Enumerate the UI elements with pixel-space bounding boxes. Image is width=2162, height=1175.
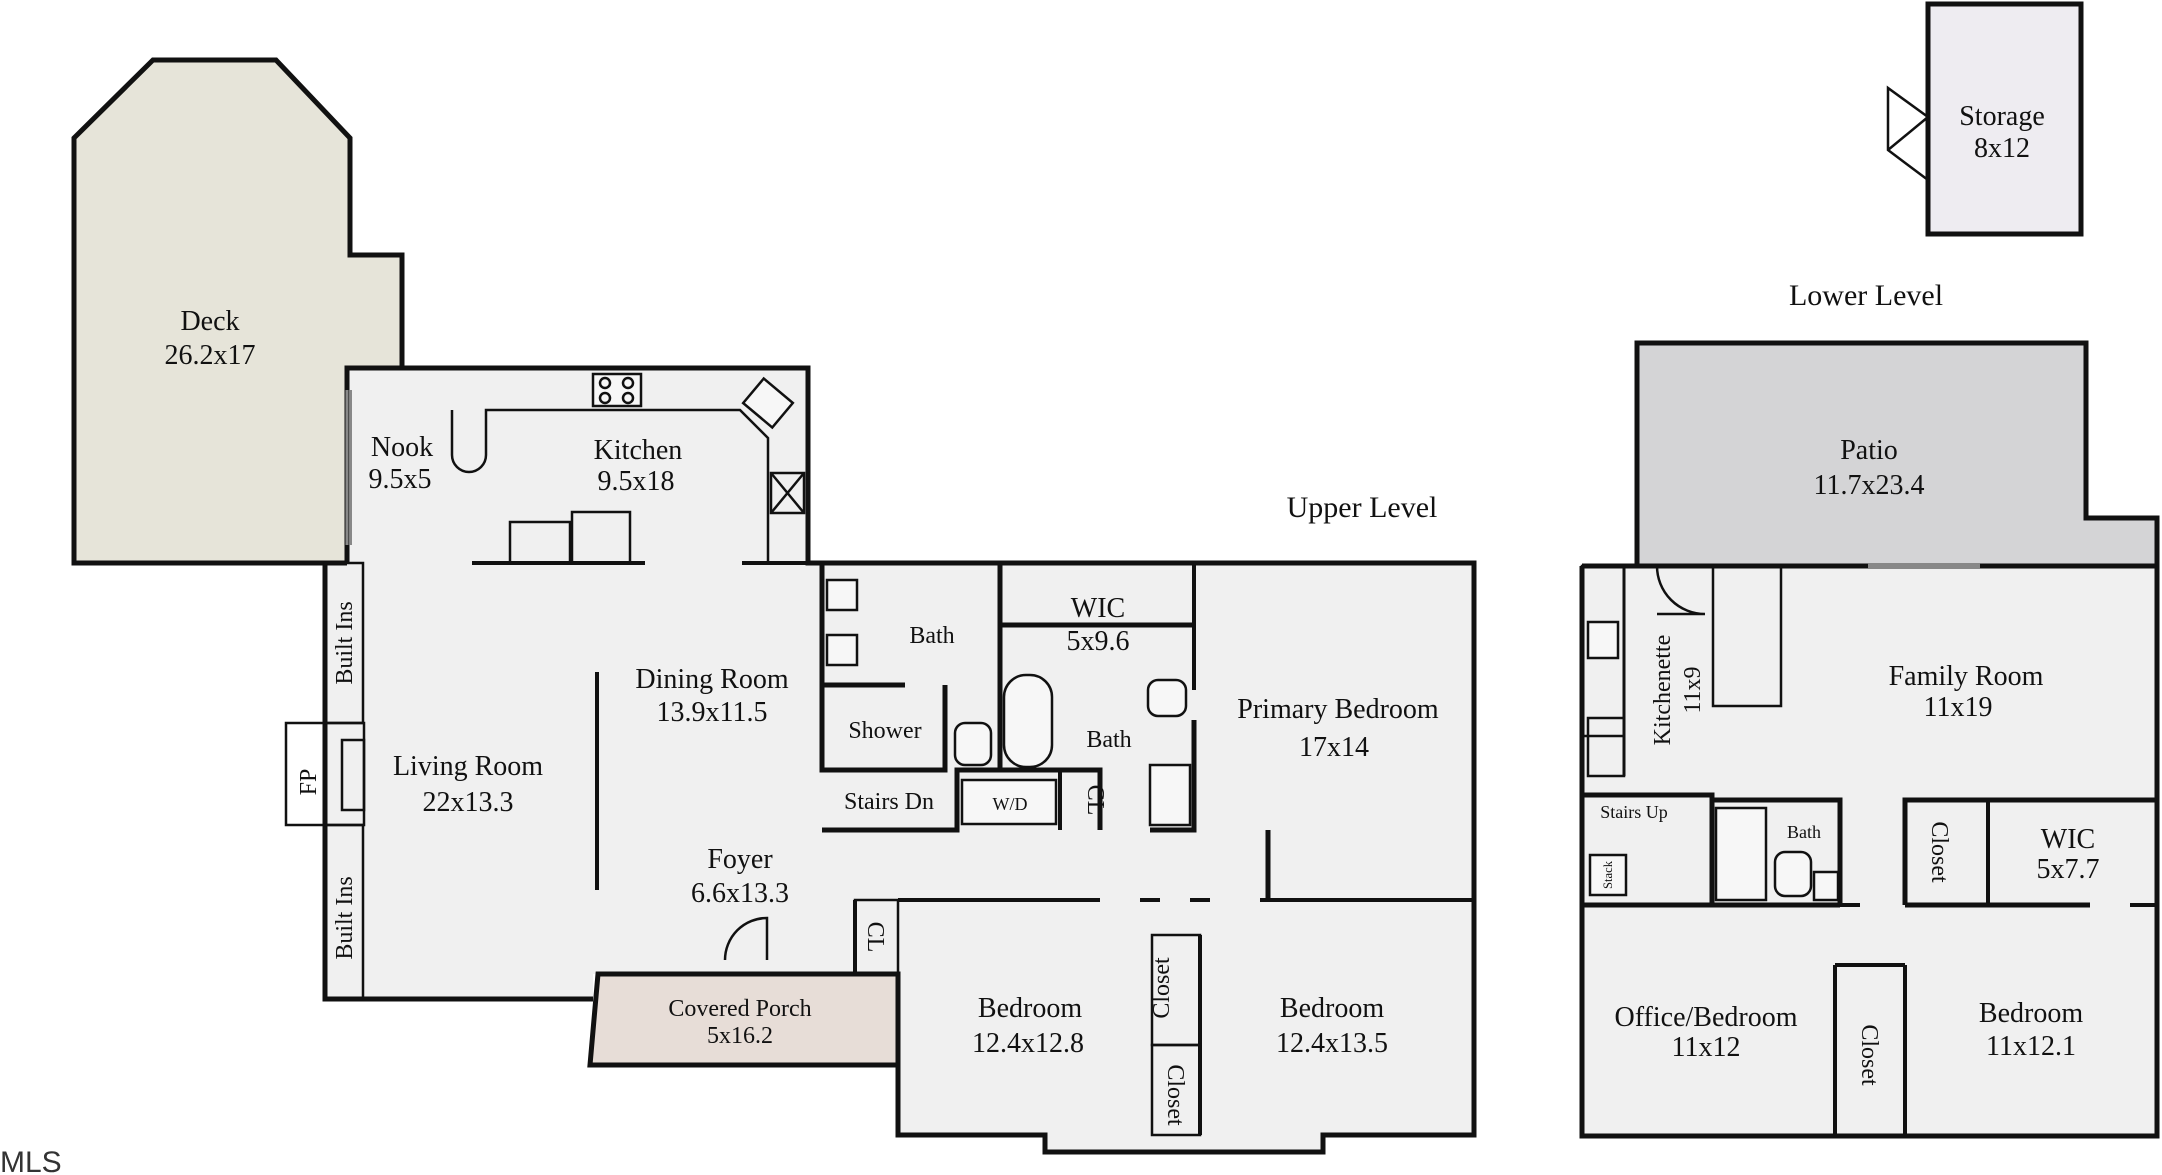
stairs-up-name: Stairs Up xyxy=(1600,802,1668,822)
upper-labels: Upper Level Deck 26.2x17 Nook 9.5x5 Kitc… xyxy=(165,306,1439,1126)
patio-name: Patio xyxy=(1840,435,1898,466)
lower-level-title: Lower Level xyxy=(1789,279,1943,312)
bath-primary-name: Bath xyxy=(1086,727,1131,753)
storage-name: Storage xyxy=(1959,101,2045,132)
bedroom-lower-name: Bedroom xyxy=(1979,998,2083,1029)
shower-name: Shower xyxy=(848,718,921,744)
stove-burner xyxy=(598,376,612,390)
covered-porch-area xyxy=(587,971,901,1068)
primary-bedroom-name: Primary Bedroom xyxy=(1237,694,1439,725)
living-room-size: 22x13.3 xyxy=(423,787,514,818)
nook-size: 9.5x5 xyxy=(369,464,432,495)
living-room-name: Living Room xyxy=(393,751,543,782)
bath-sink xyxy=(825,578,859,612)
kitchenette-bar xyxy=(1711,564,1783,708)
stack-name: Stack xyxy=(1601,860,1615,889)
wic-lower-size: 5x7.7 xyxy=(2037,854,2100,885)
primary-bath-wall xyxy=(1150,720,1197,833)
kitchenette-size: 11x9 xyxy=(1680,666,1706,713)
stairs-wall xyxy=(1582,792,1715,905)
primary-bedroom-size: 17x14 xyxy=(1299,732,1369,763)
lower-level xyxy=(1579,1,2160,1139)
storage-area xyxy=(1925,1,2084,237)
foyer-name: Foyer xyxy=(707,844,773,875)
lower-toilet xyxy=(1773,850,1813,898)
closet-lower-b-name: Closet xyxy=(1856,1024,1882,1086)
closet-lower-wall xyxy=(1902,797,2157,905)
family-room-name: Family Room xyxy=(1889,661,2044,692)
deck-name: Deck xyxy=(180,306,239,337)
covered-porch-size: 5x16.2 xyxy=(707,1023,773,1049)
storage-door xyxy=(1886,85,1930,183)
closet-b xyxy=(1150,1043,1202,1137)
stairs-dn-name: Stairs Dn xyxy=(844,789,934,815)
kitchenette-sink xyxy=(1586,620,1620,660)
built-ins-bottom-name: Built Ins xyxy=(332,876,358,959)
upper-level xyxy=(71,57,1477,1155)
laundry-wall xyxy=(822,767,1103,833)
office-bedroom-size: 11x12 xyxy=(1672,1032,1741,1063)
kitchen-counter xyxy=(450,408,770,563)
wic-upper-size: 5x9.6 xyxy=(1067,626,1130,657)
kitchenette-name: Kitchenette xyxy=(1650,635,1676,746)
wic-lower-name: WIC xyxy=(2041,824,2095,855)
lower-labels: Lower Level Storage 8x12 Patio 11.7x23.4… xyxy=(1600,101,2099,1086)
lower-floor xyxy=(1582,566,2157,1136)
lower-bath-wall xyxy=(1712,797,1843,905)
dining-room-name: Dining Room xyxy=(635,664,788,695)
bedroom-b-name: Bedroom xyxy=(1280,993,1384,1024)
kitchen-sink-icon xyxy=(741,376,795,430)
covered-porch-name: Covered Porch xyxy=(668,996,811,1022)
upper-level-title: Upper Level xyxy=(1287,491,1438,524)
stove-burner xyxy=(621,376,635,390)
upper-outer-wall xyxy=(344,365,1477,1155)
lower-vanity xyxy=(1812,870,1840,902)
bedroom-a-name: Bedroom xyxy=(978,993,1082,1024)
toilet-primary xyxy=(1146,678,1188,718)
closet-lower-a-name: Closet xyxy=(1926,821,1952,883)
pantry-icon xyxy=(769,471,806,515)
bath-lower-name: Bath xyxy=(1787,822,1821,842)
patio-size: 11.7x23.4 xyxy=(1814,470,1925,501)
bedroom-b-size: 12.4x13.5 xyxy=(1276,1028,1388,1059)
stove-burner xyxy=(598,391,612,405)
fireplace-hearth xyxy=(340,738,366,812)
cl-foyer-name: CL xyxy=(862,922,888,953)
front-door-swing xyxy=(723,916,769,961)
dining-room-size: 13.9x11.5 xyxy=(657,697,768,728)
bathtub xyxy=(1002,673,1054,769)
storage-size: 8x12 xyxy=(1974,133,2030,164)
washer-dryer xyxy=(960,778,1058,826)
built-ins-top-name: Built Ins xyxy=(332,601,358,684)
lower-tub xyxy=(1714,806,1768,902)
stack-washer xyxy=(1588,853,1628,897)
vanity xyxy=(1148,763,1192,827)
kitchen-name: Kitchen xyxy=(594,435,683,466)
bath-sink-2 xyxy=(825,633,859,667)
cl-foyer xyxy=(853,898,900,976)
stove-burner xyxy=(621,391,635,405)
mls-watermark: MLS xyxy=(0,1146,62,1175)
wd-name: W/D xyxy=(993,794,1028,814)
deck-area xyxy=(71,57,405,566)
family-room-size: 11x19 xyxy=(1924,692,1993,723)
bath-upper-name: Bath xyxy=(909,623,954,649)
nook-name: Nook xyxy=(371,432,433,463)
bedroom-lower-size: 11x12.1 xyxy=(1986,1031,2076,1062)
closet-a-name: Closet xyxy=(1149,957,1175,1019)
fp-name: FP xyxy=(296,769,322,796)
kitchen-size: 9.5x18 xyxy=(598,466,675,497)
wic-upper-name: WIC xyxy=(1071,593,1125,624)
toilet xyxy=(953,721,993,767)
kitchenette-door-swing xyxy=(1655,565,1706,616)
closet-b-name: Closet xyxy=(1162,1064,1188,1126)
foyer-size: 6.6x13.3 xyxy=(691,878,789,909)
pantry-x xyxy=(770,472,805,514)
shower-wall xyxy=(819,685,948,773)
bedroom-a-size: 12.4x12.8 xyxy=(972,1028,1084,1059)
cl-laundry-name: CL xyxy=(1082,785,1108,816)
office-bedroom-name: Office/Bedroom xyxy=(1615,1002,1798,1033)
deck-size: 26.2x17 xyxy=(165,340,256,371)
